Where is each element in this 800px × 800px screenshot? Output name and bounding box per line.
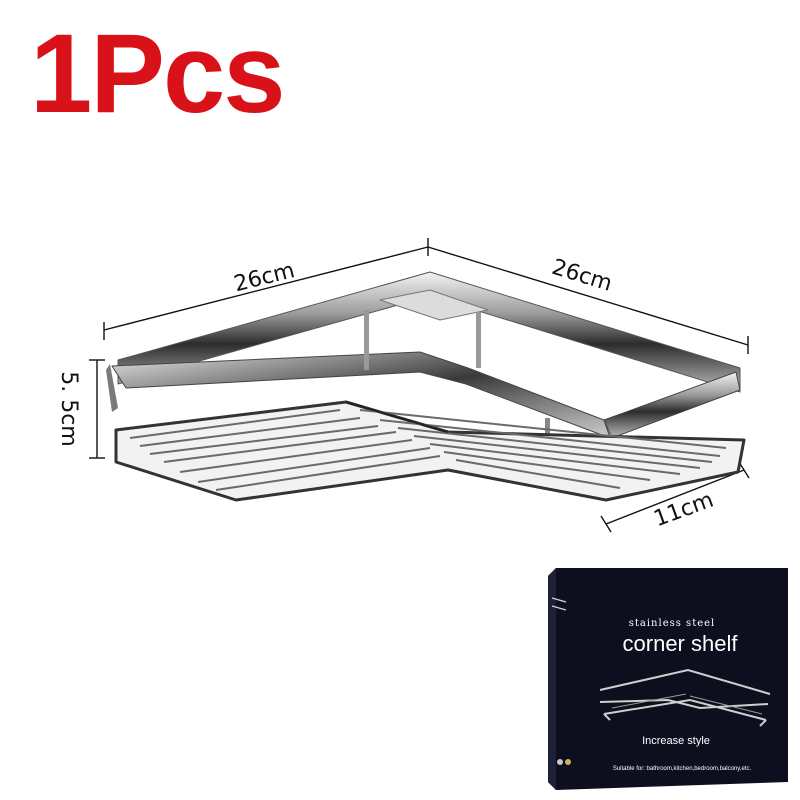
dimension-lines <box>89 238 750 533</box>
gold-swatch-icon <box>565 759 571 765</box>
height-label: 5. 5cm <box>56 371 81 447</box>
shelf <box>106 271 746 502</box>
width-left-label: 26cm <box>232 258 298 297</box>
box-tagline: Increase style <box>642 735 710 747</box>
quantity-label: 1Pcs <box>30 11 286 136</box>
width-right-label: 26cm <box>549 255 615 297</box>
box-subtitle: stainless steel <box>629 618 716 629</box>
box-footer: Suitable for: bathroom,kitchen,bedroom,b… <box>613 766 752 772</box>
package-box: stainless steel corner shelf Increase st… <box>548 568 788 790</box>
silver-swatch-icon <box>557 759 563 765</box>
box-title: corner shelf <box>623 631 739 656</box>
